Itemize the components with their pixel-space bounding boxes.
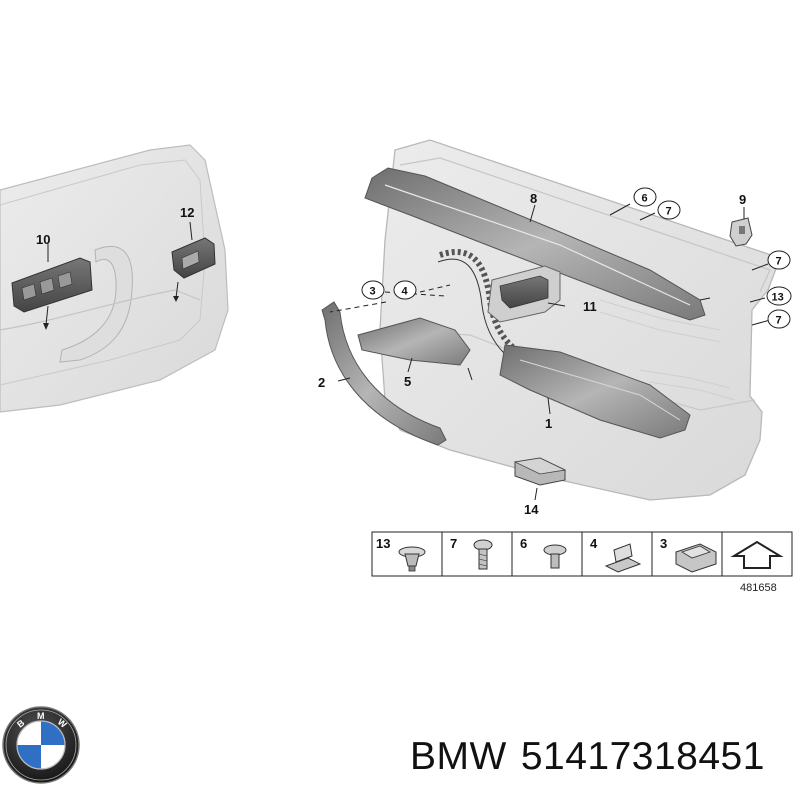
callout-2: 2 (318, 375, 325, 390)
legend-label-4: 4 (590, 536, 598, 551)
callout-9: 9 (739, 192, 746, 207)
legend-label-7: 7 (450, 536, 457, 551)
legend-label-6: 6 (520, 536, 527, 551)
legend-label-13: 13 (376, 536, 390, 551)
svg-text:3: 3 (370, 286, 376, 298)
pull-handle-strip (321, 301, 447, 446)
callout-circle-7a: 7 (657, 200, 681, 220)
spring-clip-icon (604, 543, 642, 573)
bracket-clip-icon (675, 543, 717, 573)
callout-circle-3: 3 (361, 280, 385, 300)
svg-text:4: 4 (402, 286, 409, 298)
door-panel-ribs (599, 299, 736, 401)
window-switch-block (11, 257, 93, 313)
callout-circle-7b: 7 (767, 250, 791, 270)
upper-decor-trim-highlight (384, 184, 691, 306)
connector-part-14 (513, 457, 567, 486)
svg-text:7: 7 (666, 206, 672, 218)
callouts: 10 12 8 9 11 2 5 1 14 3 4 6 7 7 (36, 187, 792, 517)
callout-5: 5 (404, 374, 411, 389)
main-door-panel-group (321, 139, 781, 501)
callout-10: 10 (36, 232, 50, 247)
left-armrest-line (0, 289, 201, 331)
orientation-arrow-icon (730, 540, 784, 569)
part-caption: BMW 51417318451 (410, 735, 779, 779)
door-panel-upper-lip (399, 157, 771, 293)
svg-text:7: 7 (776, 256, 782, 268)
push-clip-icon (398, 546, 426, 572)
callout-circle-4: 4 (393, 280, 417, 300)
flange-screw-icon (543, 544, 567, 569)
bmw-logo: B M W (2, 706, 80, 784)
svg-text:M: M (37, 711, 45, 721)
callout-8: 8 (530, 191, 537, 206)
left-door-detail (0, 144, 229, 413)
legend-label-3: 3 (660, 536, 667, 551)
diagram-id: 481658 (740, 582, 777, 594)
left-door-panel (0, 144, 229, 413)
svg-text:7: 7 (776, 315, 782, 327)
upper-decor-trim-strip (364, 167, 706, 321)
door-lock-switch (171, 237, 216, 279)
callout-circle-6: 6 (633, 187, 657, 207)
part-number: 51417318451 (520, 735, 765, 778)
lower-trim-panel (357, 317, 471, 366)
callout-14: 14 (524, 502, 539, 517)
callout-1: 1 (545, 416, 552, 431)
svg-text:6: 6 (642, 193, 648, 205)
brand-name: BMW (410, 735, 507, 778)
svg-text:13: 13 (772, 292, 784, 304)
clip-part-9 (729, 217, 753, 247)
callout-11: 11 (583, 299, 597, 314)
fastener-legend: 13 7 6 4 3 (371, 531, 793, 594)
svg-text:B: B (15, 717, 27, 729)
screw-icon (473, 539, 493, 570)
callout-circle-13: 13 (766, 286, 792, 306)
callout-circle-7c: 7 (767, 309, 791, 329)
left-grab-handle (59, 245, 133, 363)
callout-12: 12 (180, 205, 194, 220)
